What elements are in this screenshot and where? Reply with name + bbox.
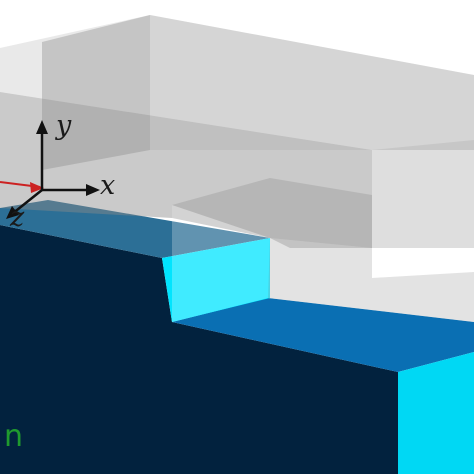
- slab-right-end-face: [398, 352, 474, 474]
- z-axis: [11, 189, 43, 215]
- y-axis-arrow-icon: [36, 120, 48, 134]
- slab-front-face: [0, 225, 398, 474]
- step-riser-face: [162, 238, 270, 322]
- cladding-top-face: [0, 15, 474, 150]
- slab-upper-top-face: [0, 200, 270, 258]
- cladding-step-block: [172, 178, 372, 248]
- z-axis-label: z: [9, 202, 25, 233]
- cladding-front-face: [0, 92, 372, 248]
- input-beam-arrowhead-icon: [30, 182, 44, 193]
- x-axis-label: x: [100, 170, 115, 201]
- cladding-lower-block: [268, 238, 474, 322]
- cladding-back-face: [42, 15, 150, 170]
- cladding-lower-front: [172, 218, 270, 322]
- z-axis-arrow-icon: [6, 206, 19, 219]
- cladding-inner-wall: [150, 15, 474, 150]
- coordinate-axes: [11, 130, 92, 215]
- cladding-upper-right-face: [372, 140, 474, 248]
- y-axis-label: y: [55, 110, 72, 141]
- x-axis-arrow-icon: [86, 184, 100, 196]
- corner-label: n: [4, 419, 23, 454]
- cladding-block: [0, 15, 474, 322]
- slab-lower-top-face: [172, 298, 474, 372]
